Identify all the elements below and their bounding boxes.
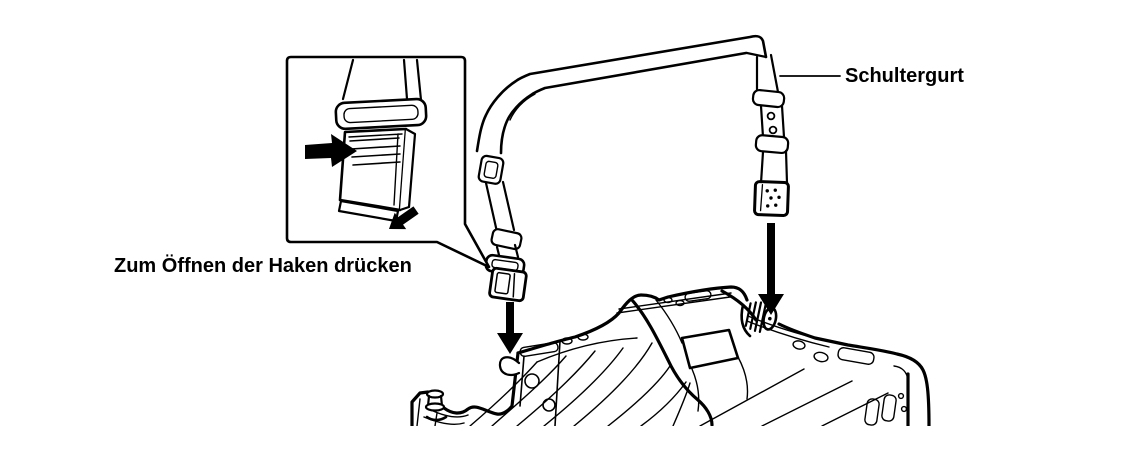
camera-rear-corner-line bbox=[893, 365, 909, 381]
post-base bbox=[740, 303, 752, 338]
strap-hook-post-front bbox=[498, 356, 521, 377]
vent-hole bbox=[897, 392, 905, 400]
right-deck-lines bbox=[746, 315, 857, 348]
strap-pad-inner bbox=[499, 51, 748, 155]
right-strap-buckle bbox=[753, 180, 790, 217]
detail-clip-ridges bbox=[349, 137, 401, 166]
handle-fin-edge bbox=[630, 298, 714, 426]
lens-rib bbox=[640, 381, 687, 426]
camera-front-base bbox=[442, 351, 520, 416]
lens-rib bbox=[516, 350, 596, 426]
deck-screw bbox=[577, 333, 589, 341]
plate-hole bbox=[524, 373, 540, 389]
press-arrow-icon bbox=[305, 134, 357, 167]
strap-pad-outer bbox=[475, 34, 768, 153]
lens-rib bbox=[543, 347, 624, 426]
right-strap-edges bbox=[755, 53, 780, 94]
strap-label: Schultergurt bbox=[845, 65, 964, 87]
strap-pad-end bbox=[745, 51, 768, 59]
right-deck-pad bbox=[837, 347, 875, 365]
left-strap-edges bbox=[484, 180, 516, 234]
knob-cap bbox=[425, 389, 445, 399]
deck-screw bbox=[561, 337, 573, 345]
handle-fin-inner bbox=[655, 299, 749, 412]
deck-pad bbox=[519, 341, 559, 358]
buckle-detail-illustration bbox=[334, 58, 428, 223]
left-strap-buckle bbox=[484, 253, 528, 303]
deck-screw bbox=[663, 296, 673, 304]
camera-top-edge bbox=[516, 285, 749, 355]
body-crease bbox=[672, 368, 889, 426]
knob-base bbox=[424, 402, 446, 412]
plate-hole bbox=[542, 398, 556, 412]
detail-buckle-bar bbox=[334, 97, 428, 131]
vent-slot bbox=[864, 398, 880, 426]
camera-illustration bbox=[410, 285, 931, 426]
lens-rib bbox=[607, 365, 671, 426]
strap-hole bbox=[768, 125, 778, 135]
strap-pad-fold bbox=[509, 93, 536, 121]
callout-label: Zum Öffnen der Haken drücken bbox=[114, 255, 412, 277]
lens-rib bbox=[469, 361, 538, 426]
lens-rib bbox=[491, 355, 567, 426]
strap-hole bbox=[766, 111, 776, 121]
camera-left-edge bbox=[410, 390, 430, 426]
lens-rib bbox=[573, 342, 653, 426]
right-strap-keeper bbox=[751, 88, 786, 109]
release-arrow-icon bbox=[389, 206, 419, 230]
hood-arc bbox=[416, 398, 469, 426]
left-strap-keeper bbox=[490, 228, 523, 251]
inset-callout-box bbox=[285, 55, 491, 269]
front-plate bbox=[517, 340, 561, 426]
detail-clip-inner bbox=[348, 133, 403, 206]
right-deck-hole bbox=[813, 351, 829, 363]
detail-clip-side bbox=[398, 127, 417, 212]
deck-pad bbox=[684, 290, 712, 302]
detail-strap-edges bbox=[341, 58, 423, 102]
attach-right-arrow-icon bbox=[758, 223, 784, 315]
camera-top-edge-right bbox=[777, 322, 931, 426]
shoulder-strap-illustration bbox=[475, 34, 790, 303]
vent-slot bbox=[881, 394, 897, 422]
attach-left-arrow-icon bbox=[497, 302, 523, 354]
right-strap-edges bbox=[759, 149, 789, 185]
deck-screw bbox=[675, 299, 685, 307]
right-strap-keeper bbox=[754, 134, 790, 155]
right-deck-hole bbox=[792, 340, 806, 350]
handle-opening bbox=[680, 328, 740, 370]
vent-hole bbox=[900, 405, 908, 413]
left-strap-adjuster bbox=[477, 154, 505, 185]
barrel-top-line bbox=[536, 337, 638, 363]
right-strap-edges bbox=[759, 104, 786, 139]
